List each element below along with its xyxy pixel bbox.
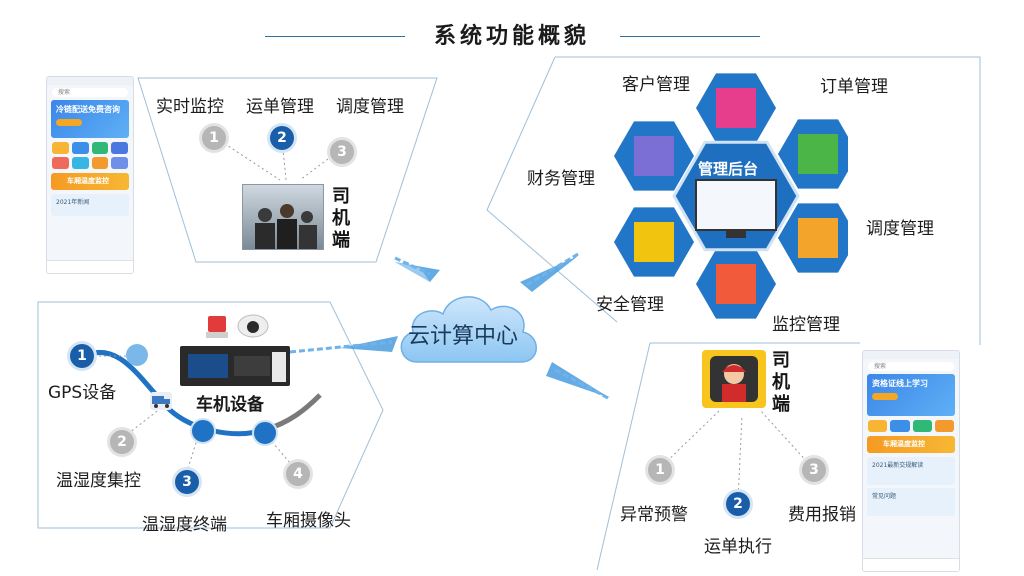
order-hex-icon (798, 134, 838, 174)
dispatch-hex-icon (798, 218, 838, 258)
driver-app-item-1-label: 异常预警 (620, 505, 688, 525)
driver-team-photo (242, 184, 324, 250)
monitor-hex-icon (716, 264, 756, 304)
driver-avatar-illustration (702, 350, 766, 408)
vehicle-item-3-label: 温湿度终端 (142, 515, 227, 535)
phone-banner-text: 冷链配送免费咨询 (56, 105, 120, 114)
page-title: 系统功能概貌 (433, 24, 590, 49)
vehicle-terminal-device (180, 346, 290, 386)
driver-item-1-number: 1 (202, 126, 226, 150)
cloud-shape (400, 296, 537, 363)
phone-right-banner-text: 资格证线上学习 (872, 379, 928, 388)
driver-item-3-number: 3 (330, 140, 354, 164)
phone-right-search: 搜索 (868, 362, 954, 371)
admin-module-monitor: 监控管理 (772, 315, 840, 335)
admin-module-order: 订单管理 (820, 77, 888, 97)
vehicle-item-1-number: 1 (70, 344, 94, 368)
admin-monitor-stand (726, 230, 746, 238)
driver-item-2-label: 运单管理 (246, 97, 314, 117)
phone-card: 2021年新闻 (51, 194, 129, 216)
vehicle-item-3-number: 3 (175, 470, 199, 494)
vehicle-item-2-label: 温湿度集控 (56, 471, 141, 491)
vehicle-item-2-number: 2 (110, 430, 134, 454)
driver-app-item-3-number: 3 (802, 458, 826, 482)
driver-item-2-number: 2 (270, 126, 294, 150)
driver-side-label: 司机端 (332, 186, 350, 251)
admin-module-finance: 财务管理 (527, 169, 595, 189)
speaker-node-icon (126, 344, 148, 366)
phone-mockup-left: 搜索 冷链配送免费咨询 车厢温度监控 2021年新闻 (46, 76, 134, 274)
phone-search: 搜索 (52, 88, 128, 97)
sensor-node-icon (190, 418, 216, 444)
customer-hex-icon (716, 88, 756, 128)
driver-app-item-3-label: 费用报销 (788, 505, 856, 525)
truck-node-icon (150, 392, 172, 410)
driver-app-item-1-number: 1 (648, 458, 672, 482)
admin-monitor-screen (695, 179, 777, 231)
vehicle-item-1-label: GPS设备 (48, 383, 117, 403)
title-line-left (265, 36, 405, 37)
phone-orange-banner: 车厢温度监控 (51, 173, 129, 190)
admin-center-label: 管理后台 (698, 160, 759, 178)
alarm-device-icon (206, 314, 228, 340)
safety-hex-icon (634, 222, 674, 262)
admin-module-safety: 安全管理 (596, 295, 664, 315)
admin-module-dispatch: 调度管理 (866, 219, 934, 239)
admin-module-customer: 客户管理 (622, 75, 690, 95)
driver-item-3-label: 调度管理 (336, 97, 404, 117)
cloud-center-label: 云计算中心 (408, 324, 519, 349)
phone-right-orange-banner: 车厢温度监控 (867, 436, 955, 453)
phone-right-card-2: 常见问题 (867, 488, 955, 516)
vehicle-item-4-label: 车厢摄像头 (266, 511, 351, 531)
phone-banner: 冷链配送免费咨询 (51, 100, 129, 138)
vehicle-item-4-number: 4 (286, 462, 310, 486)
camera-node-icon (252, 420, 278, 446)
driver-app-item-2-number: 2 (726, 492, 750, 516)
phone-right-banner: 资格证线上学习 (867, 374, 955, 416)
driver-app-item-2-label: 运单执行 (704, 537, 772, 557)
driver-item-1-label: 实时监控 (156, 97, 224, 117)
finance-hex-icon (634, 136, 674, 176)
camera-device-icon (236, 312, 270, 340)
admin-hex-cluster (614, 73, 848, 319)
phone-right-card-1: 2021最新交规解读 (867, 457, 955, 485)
vehicle-panel-title: 车机设备 (196, 395, 264, 415)
driver-app-side-label: 司机端 (772, 350, 790, 415)
phone-mockup-right: 搜索 资格证线上学习 车厢温度监控 2021最新交规解读 常见问题 (862, 350, 960, 572)
title-line-right (620, 36, 760, 37)
